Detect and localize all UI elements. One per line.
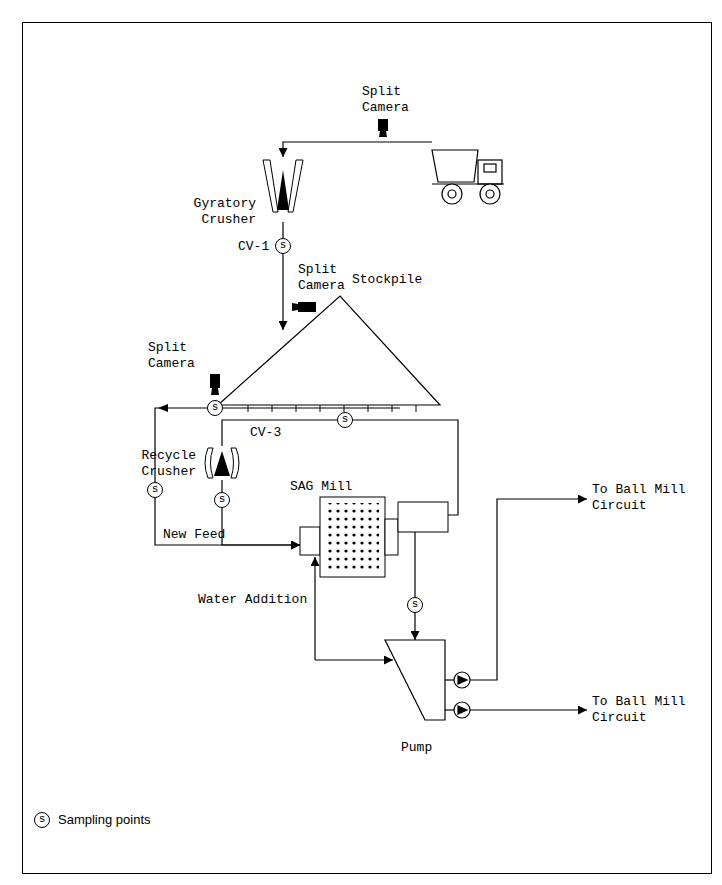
drawing-part [263,160,278,212]
equipment-label: Stockpile [352,272,432,288]
drawing-part [211,388,219,395]
stream-label: New Feed [163,527,225,543]
drawing-part [392,405,393,412]
drawing-part [379,131,387,137]
drawing-part [442,184,462,204]
camera-label: Split Camera [298,262,348,294]
sampling-point: s [407,597,423,613]
drawing-part [484,164,496,172]
drawing-part [288,160,303,212]
drawing-part [292,303,298,311]
frame [23,23,712,874]
drawing-part [445,679,454,680]
gyratory-crusher: Gyratory Crusher [262,158,304,222]
camera-label: Split Camera [362,84,412,116]
sampling-point: s [214,492,230,508]
drawing-part [432,150,478,182]
drawing-part [272,405,273,412]
drawing-part [398,502,448,532]
drawing-part [445,709,454,710]
drawing-part [344,405,345,412]
camera-label: Split Camera [148,340,198,372]
split-camera-icon [210,374,220,395]
drawing-part [214,451,230,476]
split-camera-icon [292,302,316,312]
sampling-point: s [207,400,223,416]
drawing-part [248,405,249,412]
equipment-label: Recycle Crusher [136,448,196,480]
drawing-part [486,190,494,198]
drawing-part [454,672,470,688]
pump-sump-shape [385,640,445,720]
gyratory-crusher-shape [262,158,304,222]
slurry-line [470,499,587,680]
sampling-point: s [147,482,163,498]
truck-dump-line [283,142,432,157]
drawing-part [385,640,445,720]
drawing-part [416,405,417,412]
sampling-point: s [275,238,291,254]
drawing-part [320,497,385,577]
drawing-part [458,706,467,714]
sampling-point: s [34,812,50,828]
drawing-part [478,160,502,184]
pump-symbol [445,672,470,718]
conveyor-label: CV-3 [250,425,290,441]
drawing-part [448,190,456,198]
pump-sump: Pump [385,640,445,720]
drawing-part [277,170,289,210]
conveyor-label: CV-1 [238,239,269,255]
split-camera-icon [378,119,388,137]
drawing-part [320,405,321,412]
stream-label: Water Addition [198,592,318,608]
drawing-part [454,702,470,718]
sag-mill-shape [300,497,448,577]
equipment-label: Pump [401,740,441,756]
flow-line [222,480,300,545]
drawing-part [205,448,213,478]
destination-label: To Ball Mill Circuit [592,482,692,514]
stockpile-shape [218,330,440,408]
drawing-part [218,296,440,405]
drawing-part [368,405,369,412]
haul-truck [432,150,504,204]
sampling-point: s [337,412,353,428]
destination-label: To Ball Mill Circuit [592,694,692,726]
drawing-part [326,503,379,571]
recycle-crusher: Recycle Crusher [202,446,242,480]
sag-mill: SAG Mill [300,497,448,577]
recycle-crusher-shape [202,446,242,480]
drawing-part [298,302,316,312]
drawing-part [296,405,297,412]
water-line [314,557,315,660]
equipment-label: Gyratory Crusher [190,196,256,228]
drawing-part [300,527,320,555]
drawing-part [231,448,239,478]
equipment-label: SAG Mill [290,479,370,495]
slurry-line [470,709,587,710]
drawing-part [458,676,467,684]
flow-line [414,532,415,640]
drawing-part [210,374,220,388]
drawing-part [480,184,500,204]
drawing-part [385,519,398,555]
drawing-part [378,119,388,131]
legend-text: Sampling points [58,812,151,828]
water-line [315,659,393,660]
stockpile: Stockpile [218,330,440,408]
